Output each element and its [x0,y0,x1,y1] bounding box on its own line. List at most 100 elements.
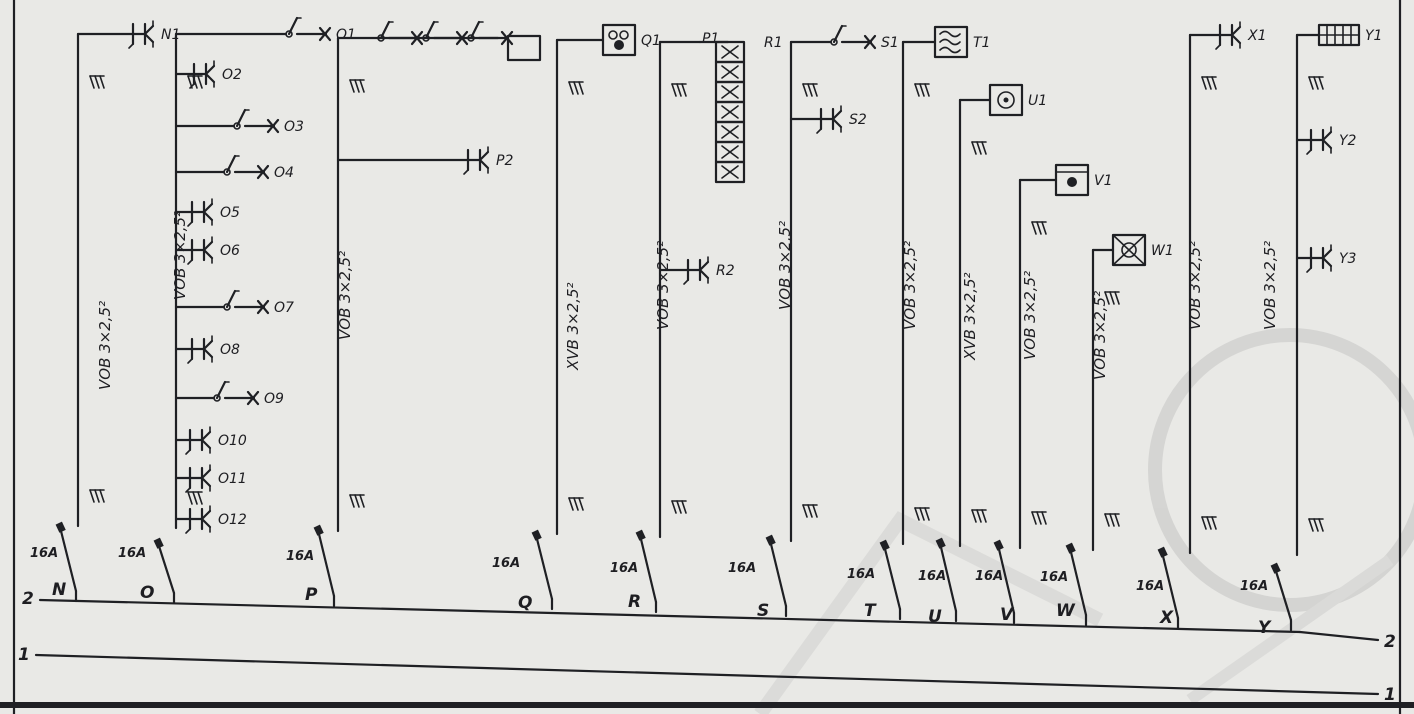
load-y2: Y2 [1295,126,1357,155]
load-label: O11 [218,471,247,487]
cable-spec: VOB 3×2,5² [1261,241,1279,330]
breaker-rating: 16A [286,549,314,564]
load-label: R2 [716,263,735,279]
load-o12: O12 [174,505,247,534]
breaker-rating: 16A [1240,579,1268,594]
load-o3: O3 [174,108,304,135]
load-t1: T1 [901,25,990,59]
load-label: X1 [1247,28,1267,44]
load-o9: O9 [174,380,284,407]
cable-spec: XVB 3×2,5² [564,282,582,371]
load-label: U1 [1028,93,1047,109]
load-label: Y2 [1339,133,1357,149]
load-label: O7 [274,300,294,316]
circuit-id: U [928,607,942,627]
load-label: O8 [220,342,240,358]
circuit-id: N [52,580,66,600]
load-o8: O8 [174,335,240,364]
cable-spec: VOB 3×2,5² [336,251,354,340]
breaker-u [935,537,958,623]
load-label: S2 [849,112,867,128]
load-label: O6 [220,243,240,259]
breaker-q [531,529,554,611]
circuit-id: W [1056,601,1076,621]
load-label: S1 [881,35,899,51]
breaker-s [765,534,788,618]
load-label: T1 [973,35,990,51]
load-label: O9 [264,391,284,407]
load-y1: Y1 [1295,23,1382,47]
load-o11: O11 [174,464,247,493]
breaker-rating: 16A [728,561,756,576]
load-w1: W1 [1091,233,1174,267]
feeder-w: 16A W VOB 3×2,5² W1 [1040,233,1174,627]
load-label: W1 [1151,243,1174,259]
breaker-rating: 16A [118,546,146,561]
load-r1: R1 [658,35,783,184]
load-label: V1 [1094,173,1112,189]
breaker-rating: 16A [847,567,875,582]
load-label: Y3 [1339,251,1356,267]
circuit-id: Q [518,593,532,613]
load-o10: O10 [174,426,247,455]
cable-spec: VOB 3×2,5² [171,211,189,300]
cable-spec: VOB 3×2,5² [1091,291,1109,380]
breaker-x [1157,546,1180,630]
cable-spec: VOB 3×2,5² [96,301,114,390]
load-label: Q1 [641,33,661,49]
load-r2: R2 [658,256,735,285]
breaker-v [993,539,1016,625]
load-n1: N1 [76,20,180,49]
load-label: O5 [220,205,240,221]
circuit-id: X [1159,608,1174,628]
breaker-r [635,529,658,614]
load-y3: Y3 [1295,244,1356,273]
load-o5: O5 [174,198,240,227]
load-p2: P2 [336,146,513,175]
circuit-id: S [757,601,769,621]
load-u1: U1 [958,83,1047,117]
circuit-id: T [864,601,877,621]
load-o7: O7 [174,289,294,316]
cable-spec: VOB 3×2,5² [776,221,794,310]
breaker-rating: 16A [610,561,638,576]
circuit-id: V [1000,605,1015,625]
cable-spec: VOB 3×2,5² [1021,271,1039,360]
circuit-id: Y [1258,618,1272,638]
load-label: Y1 [1365,28,1382,44]
breaker-rating: 16A [492,556,520,571]
busbar-label: 2 [1384,632,1396,652]
breaker-t [879,539,902,621]
load-label: R1 [764,35,783,51]
feeder-v: 16A V VOB 3×2,5² V1 [975,163,1112,625]
breaker-rating: 16A [1136,579,1164,594]
load-q1: Q1 [555,23,661,57]
breaker-n [55,521,78,603]
load-s2: S2 [789,105,867,134]
load-label: P2 [496,153,513,169]
load-label: O2 [222,67,242,83]
breaker-o [153,537,176,605]
load-o6: O6 [174,236,240,265]
breaker-p [313,524,336,608]
breaker-rating: 16A [30,546,58,561]
cable-spec: XVB 3×2,5² [961,272,979,361]
load-s1: S1 [789,24,899,51]
load-label: O4 [274,165,294,181]
circuit-id: O [140,583,154,603]
load-label: O12 [218,512,247,528]
circuit-id: P [305,585,318,605]
feeder-q: 16A Q XVB 3×2,5² Q1 [492,23,661,613]
busbar-label: 2 [22,589,34,609]
load-o2: O2 [174,60,242,89]
breaker-rating: 16A [1040,570,1068,585]
breaker-w [1065,542,1088,627]
cable-spec: VOB 3×2,5² [654,241,672,330]
